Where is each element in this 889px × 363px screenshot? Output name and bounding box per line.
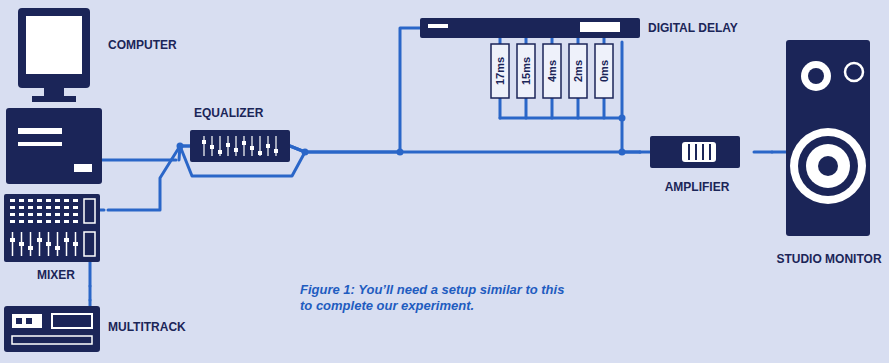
signal-wire <box>179 146 190 160</box>
tap-box <box>595 44 613 98</box>
device-node: DIGITAL DELAY <box>420 14 760 42</box>
device-node: AMPLIFIER <box>640 134 754 200</box>
tap-wire <box>603 38 606 44</box>
signal-wire <box>89 286 92 300</box>
delay-tap-label: 4ms <box>545 60 559 82</box>
device-node: COMPUTER <box>4 4 179 190</box>
signal-wire <box>290 28 420 152</box>
tap-wire <box>499 98 502 118</box>
tap-box <box>543 44 561 98</box>
monitor-wire <box>772 151 788 154</box>
device-icon <box>772 38 884 240</box>
device-label: MULTITRACK <box>108 320 186 334</box>
delay-tap-label: 17ms <box>493 57 507 85</box>
tap-wire <box>525 98 528 118</box>
figure-caption: Figure 1: You’ll need a setup similar to… <box>300 282 575 314</box>
device-label: EQUALIZER <box>194 106 263 120</box>
device-node: STUDIO MONITOR <box>772 38 886 274</box>
tap-wire <box>577 38 580 44</box>
signal-wire <box>754 151 772 154</box>
tap-wire <box>577 98 580 118</box>
device-node: MIXER <box>4 194 108 286</box>
device-label: AMPLIFIER <box>640 180 754 194</box>
signal-wire <box>622 42 640 152</box>
delay-tap-label: 15ms <box>519 57 533 85</box>
tap-wire <box>551 38 554 44</box>
device-icon <box>4 194 104 264</box>
device-node: MULTITRACK <box>4 300 188 356</box>
tap-box <box>491 44 509 98</box>
device-label: MIXER <box>4 268 108 282</box>
delay-tap-label: 0ms <box>597 60 611 82</box>
signal-wire <box>290 146 640 152</box>
signal-wire <box>108 146 190 210</box>
tap-box <box>569 44 587 98</box>
mixer-wire <box>89 262 92 286</box>
tap-wire <box>525 38 528 44</box>
device-icon <box>4 4 176 190</box>
device-node: EQUALIZER <box>190 104 290 168</box>
device-icon <box>4 300 104 356</box>
delay-tap-label: 2ms <box>571 60 585 82</box>
device-label: DIGITAL DELAY <box>648 21 738 35</box>
tap-bus <box>500 117 622 120</box>
tap-wire <box>499 38 502 44</box>
device-icon <box>640 134 750 174</box>
computer-wire <box>100 159 176 162</box>
device-label: STUDIO MONITOR <box>772 252 886 266</box>
tap-box <box>517 44 535 98</box>
tap-wire <box>603 98 606 118</box>
device-label: COMPUTER <box>108 38 177 52</box>
device-icon <box>420 14 642 42</box>
tap-wire <box>551 98 554 118</box>
